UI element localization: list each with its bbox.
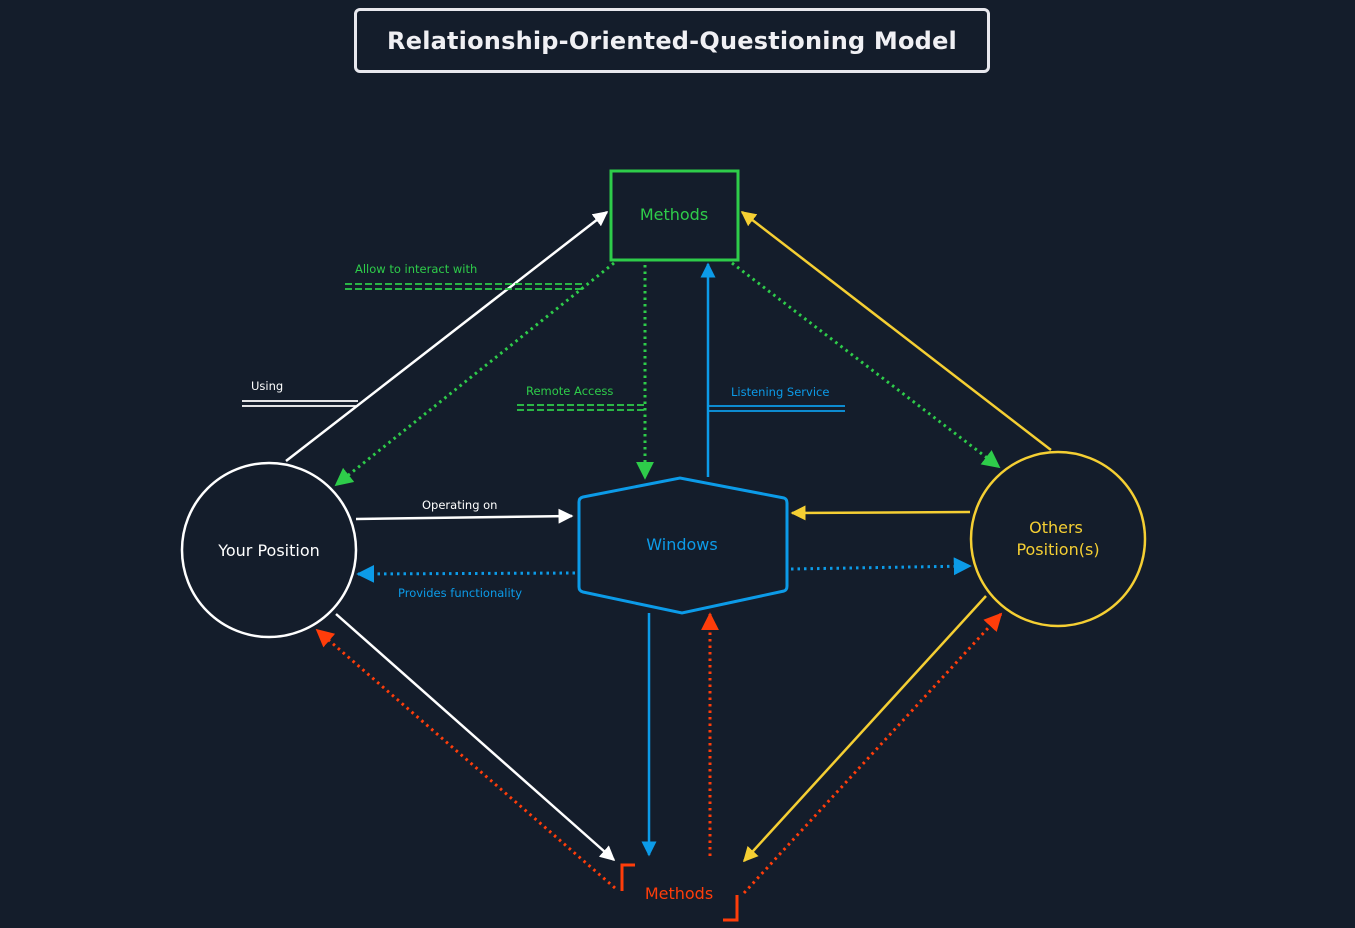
node-others-position-label-line1: Others xyxy=(1029,518,1083,537)
node-methods-top-label: Methods xyxy=(640,205,708,224)
edge-your-position-to-methods-top xyxy=(285,211,609,462)
node-methods-bottom[interactable]: Methods xyxy=(620,863,739,922)
node-your-position-label: Your Position xyxy=(217,541,320,560)
edge-your-position-to-windows xyxy=(355,508,574,524)
diagram-title: Relationship-Oriented-Questioning Model xyxy=(354,8,990,73)
node-others-position[interactable]: Others Position(s) xyxy=(969,450,1147,628)
edge-methods-top-to-others xyxy=(731,261,1001,469)
bracket-bottom-right xyxy=(723,895,739,922)
label-remote-access: Remote Access xyxy=(526,384,613,398)
edge-others-to-methods-top xyxy=(740,211,1052,451)
node-windows[interactable]: Windows xyxy=(577,476,789,615)
node-methods-bottom-label: Methods xyxy=(645,884,713,903)
node-others-position-label-line2: Position(s) xyxy=(1016,540,1099,559)
edge-methods-top-to-your-position xyxy=(334,261,615,487)
node-windows-label: Windows xyxy=(646,535,717,554)
label-allow-to-interact-with: Allow to interact with xyxy=(355,262,477,276)
edge-methods-bottom-to-your-position xyxy=(315,628,616,890)
edge-others-to-methods-bottom xyxy=(742,595,987,863)
edge-windows-to-others xyxy=(790,557,972,576)
label-operating-on: Operating on xyxy=(422,498,497,512)
diagram-title-text: Relationship-Oriented-Questioning Model xyxy=(387,26,957,55)
label-listening-service: Listening Service xyxy=(731,385,829,399)
label-provides-functionality: Provides functionality xyxy=(398,586,522,600)
edge-methods-bottom-to-others xyxy=(742,612,1003,895)
node-your-position[interactable]: Your Position xyxy=(180,461,358,639)
bracket-top-left xyxy=(620,863,635,891)
edge-others-to-windows xyxy=(790,505,971,521)
edge-your-position-to-methods-bottom xyxy=(335,613,616,861)
node-methods-top[interactable]: Methods xyxy=(609,169,740,262)
edge-windows-to-your-position xyxy=(356,564,576,583)
label-using: Using xyxy=(251,379,283,393)
